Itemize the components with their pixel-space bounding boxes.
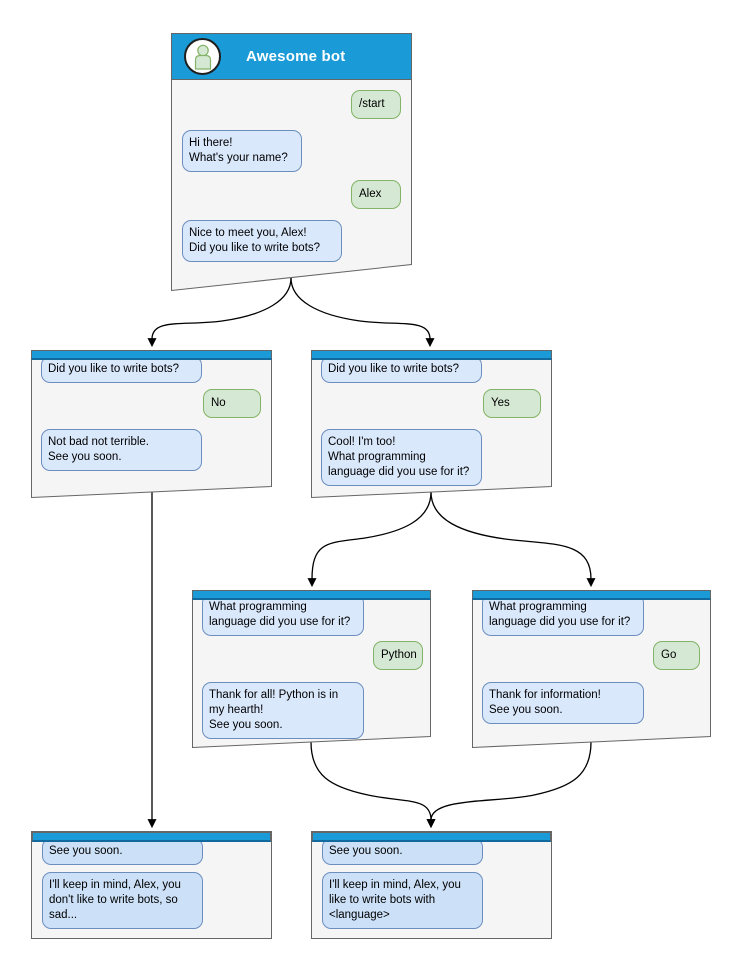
edge-yes-to-python <box>307 491 432 588</box>
window-title: Awesome bot <box>246 48 346 65</box>
edge-yes-to-go <box>430 491 596 588</box>
window-titlebar: Awesome bot <box>171 33 412 80</box>
bubble-answer-no: No <box>203 389 261 418</box>
bubble-see-you-soon: See you soon. <box>42 838 203 865</box>
window-header-strip <box>472 590 711 600</box>
bubble-bot-greeting: Hi there! What's your name? <box>182 130 302 172</box>
bubble-reply: I'll keep in mind, Alex, you like to wri… <box>322 872 483 929</box>
chat-window-branch-python: What programming language did you use fo… <box>192 590 431 748</box>
chat-window-branch-no: Did you like to write bots? No Not bad n… <box>31 350 272 498</box>
bubble-question: Did you like to write bots? <box>321 356 482 383</box>
chat-window-branch-go: What programming language did you use fo… <box>472 590 711 748</box>
bubble-bot-question: Nice to meet you, Alex! Did you like to … <box>182 220 342 262</box>
bot-avatar <box>184 38 221 75</box>
window-header-strip <box>192 590 431 600</box>
window-header-strip <box>311 350 552 360</box>
chat-window-end-language: See you soon. I'll keep in mind, Alex, y… <box>311 831 552 939</box>
chat-window-branch-yes: Did you like to write bots? Yes Cool! I'… <box>311 350 552 498</box>
edge-go-to-end <box>426 741 592 829</box>
person-icon <box>194 44 211 70</box>
window-header-strip <box>32 832 271 842</box>
bubble-user-name: Alex <box>351 180 401 209</box>
bubble-see-you-soon: See you soon. <box>322 838 483 865</box>
bubble-question: What programming language did you use fo… <box>482 594 644 636</box>
window-header-strip <box>31 350 272 360</box>
bubble-answer-python: Python <box>373 641 423 670</box>
bubble-reply: I'll keep in mind, Alex, you don't like … <box>42 872 203 929</box>
bubble-reply: Thank for all! Python is in my hearth! S… <box>202 682 364 739</box>
bubble-answer-go: Go <box>653 641 700 670</box>
edge-python-to-end <box>310 741 436 829</box>
bubble-question: Did you like to write bots? <box>41 356 202 383</box>
bubble-answer-yes: Yes <box>483 389 541 418</box>
edge-root-to-yes <box>290 277 435 348</box>
bubble-question: What programming language did you use fo… <box>202 594 364 636</box>
bubble-reply: Cool! I'm too! What programming language… <box>321 429 482 486</box>
chat-window-end-no: See you soon. I'll keep in mind, Alex, y… <box>31 831 272 939</box>
chat-window-root: Awesome bot /start Hi there! What's your… <box>171 33 412 291</box>
bubble-reply: Thank for information! See you soon. <box>482 682 644 724</box>
bubble-reply: Not bad not terrible. See you soon. <box>41 429 202 471</box>
window-header-strip <box>312 832 551 842</box>
bubble-start-command: /start <box>351 90 401 119</box>
edge-root-to-no <box>147 277 292 348</box>
